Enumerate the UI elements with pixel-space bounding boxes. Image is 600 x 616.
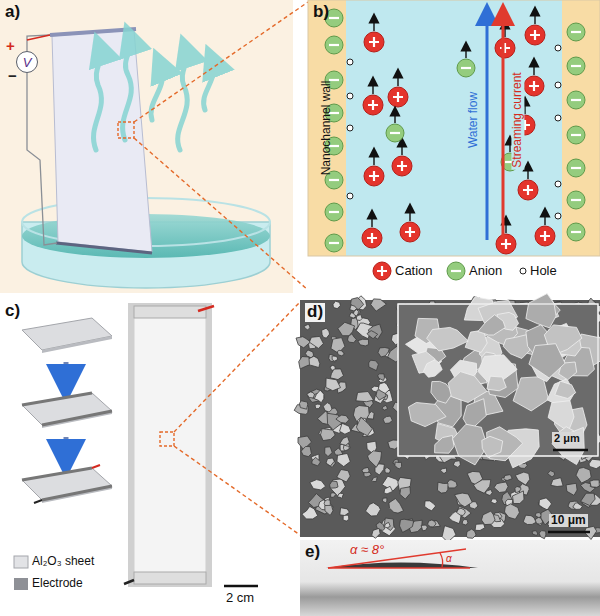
legend-sample-shapes (14, 556, 28, 590)
current-label: Streaming current (511, 70, 524, 169)
sem-inset (406, 294, 600, 468)
flow-label: Water flow (467, 90, 480, 150)
polarity-sign: − (8, 68, 17, 85)
angle-lines (328, 549, 470, 568)
scale-label: 2 cm (226, 591, 254, 605)
top-electrode (50, 29, 136, 35)
zoom-lines (134, 2, 308, 290)
wall-label: Nanochannel wall (320, 81, 333, 176)
polarity-sign: + (6, 38, 15, 55)
panel-a-ground (0, 0, 293, 293)
voltmeter: V (16, 51, 38, 73)
left-wall (308, 0, 346, 256)
legend-label: Hole (530, 264, 557, 278)
zoom-lines (174, 302, 300, 535)
al2o3-sheet (52, 30, 152, 252)
legend-label: Anion (469, 264, 502, 278)
sem-image (294, 296, 600, 542)
zoom-box (118, 122, 134, 138)
vapor-arrows (93, 38, 213, 150)
positive-wire (27, 35, 50, 40)
panel-letter: d) (305, 303, 325, 322)
scale-label: 10 μm (549, 514, 588, 527)
legend-label: Electrode (32, 577, 83, 590)
panel-letter: c) (5, 302, 20, 321)
panel-letter: e) (305, 543, 320, 562)
angle-label: α ≈ 8° (350, 543, 384, 557)
scale-label: 2 μm (552, 432, 582, 444)
meter-symbol: V (23, 56, 32, 69)
current-arrow (502, 14, 505, 240)
sem-ground (300, 300, 600, 537)
bottom-electrode (56, 243, 152, 253)
angle-label: α (446, 553, 452, 564)
panel-letter: b) (313, 3, 329, 22)
water-flow-arrow (486, 14, 489, 240)
scale-bar (553, 449, 588, 452)
legend-label: Cation (395, 264, 433, 278)
ions (325, 9, 585, 254)
contact-angle-photo (300, 540, 600, 616)
scale-bar (548, 531, 590, 534)
sheet-photo (124, 303, 214, 587)
panel-letter: a) (5, 3, 20, 22)
legend-label: Al₂O₃ sheet (32, 555, 94, 568)
scale-bar (224, 585, 258, 588)
inset-frame (398, 304, 598, 456)
assembly-steps (22, 318, 112, 503)
panel-b-frame (308, 0, 600, 256)
zoom-box (160, 432, 174, 446)
right-wall (562, 0, 600, 256)
channel (308, 0, 600, 256)
legend-samples (373, 262, 526, 280)
